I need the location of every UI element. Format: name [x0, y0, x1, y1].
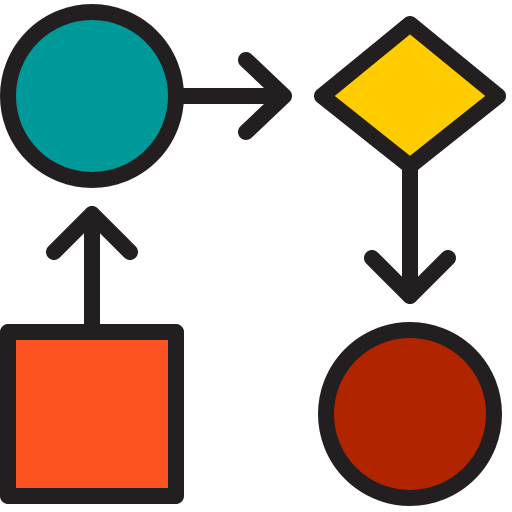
start-circle-node	[0, 4, 184, 188]
arrow-down-icon	[364, 160, 456, 304]
process-square-node	[0, 324, 184, 504]
decision-diamond-node	[314, 16, 506, 174]
arrow-up-icon	[46, 206, 138, 338]
arrow-right-icon	[176, 52, 292, 140]
end-circle-node	[318, 322, 502, 506]
